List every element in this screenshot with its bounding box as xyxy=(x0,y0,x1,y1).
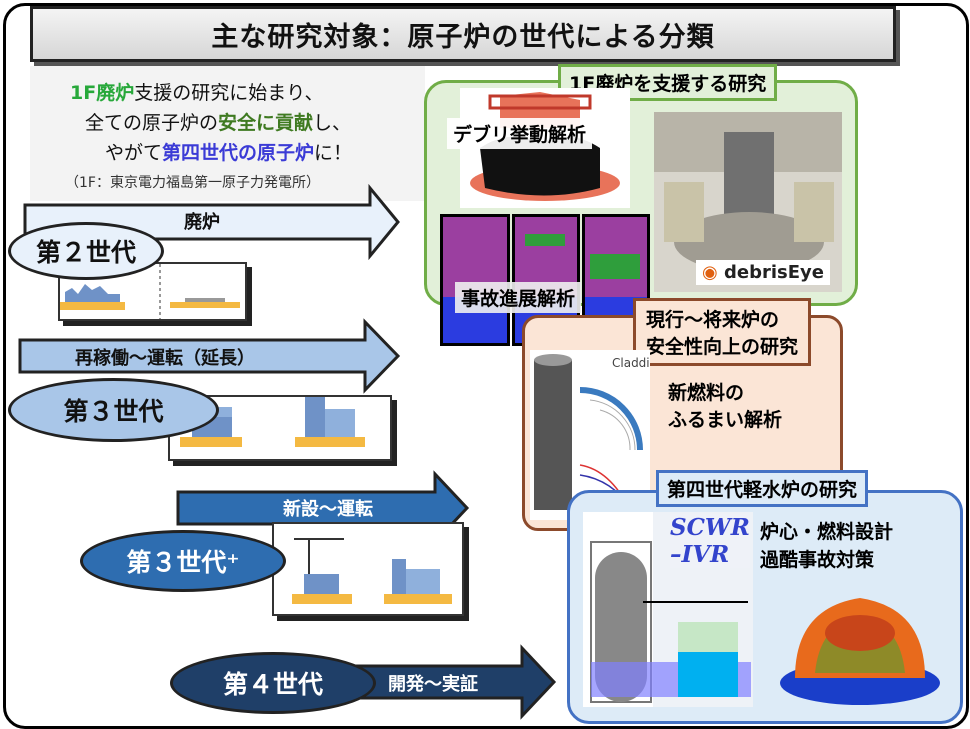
arrow-label-gen3: 再稼働～運転（延長） xyxy=(75,348,255,369)
intro-line-2a: 全ての原子炉の xyxy=(85,112,219,134)
gen2-badge: 第２世代 xyxy=(8,222,164,280)
intro-line-2: 全ての原子炉の安全に貢献し、 xyxy=(85,108,351,135)
debriseye-logo: ◉ debrisEye xyxy=(696,260,830,285)
gen3-label: 第３世代 xyxy=(63,397,164,426)
arrow-label-gen3plus: 新設～運転 xyxy=(283,499,373,520)
intro-line-1: 1F廃炉支援の研究に始まり、 xyxy=(70,78,323,105)
gen3-badge: 第３世代 xyxy=(8,378,219,442)
safety-research-header: 現行～将来炉の 安全性向上の研究 xyxy=(633,298,812,366)
scwr-ivr-label: SCWR –IVR xyxy=(670,514,750,568)
arrow-label-gen4: 開発～実証 xyxy=(388,674,478,695)
core-power-distribution-plot xyxy=(780,598,940,705)
intro-line-3: やがて第四世代の原子炉に！ xyxy=(105,138,352,165)
intro-gen4: 第四世代の原子炉 xyxy=(162,142,315,164)
accident-progression-label: 事故進展解析 xyxy=(455,282,582,313)
intro-note: （1F：東京電力福島第一原子力発電所） xyxy=(65,175,320,191)
scwr-label: SCWR xyxy=(670,514,750,541)
gen3plus-label: 第３世代⁺ xyxy=(126,548,240,577)
cladding-label: Claddi xyxy=(612,356,650,370)
arrow-gen4 xyxy=(343,644,557,720)
gen4-label: 第４世代 xyxy=(222,670,323,699)
intro-line-1-text: 支援の研究に始まり、 xyxy=(134,82,324,104)
arrow-gen3 xyxy=(18,318,401,394)
safety-header-line1: 現行～将来炉の xyxy=(646,309,780,331)
debriseye-icon: ◉ xyxy=(702,262,724,283)
arrow-label-gen2: 廃炉 xyxy=(184,212,220,233)
page-title-text: 主な研究対象：原子炉の世代による分類 xyxy=(211,21,715,53)
intro-1f-decom: 1F廃炉 xyxy=(70,82,135,104)
intro-line-2c: し、 xyxy=(313,112,352,134)
intro-line-3a: やがて xyxy=(105,142,163,164)
intro-line-3c: に！ xyxy=(314,142,353,164)
core-fuel-design: 炉心・燃料設計 xyxy=(760,521,894,543)
ivr-label: –IVR xyxy=(670,541,730,568)
gen4-topics: 炉心・燃料設計 過酷事故対策 xyxy=(760,518,893,574)
fuel-line2: ふるまい解析 xyxy=(668,409,783,431)
intro-safety-contrib: 安全に貢献 xyxy=(218,112,314,134)
safety-header-line2: 安全性向上の研究 xyxy=(646,336,799,358)
gen2-label: 第２世代 xyxy=(35,238,136,267)
plant-image-gen3plus xyxy=(272,522,464,616)
new-build-plant-icon xyxy=(292,538,452,604)
debriseye-logo-text: debrisEye xyxy=(723,262,824,283)
debris-analysis-label: デブリ挙動解析 xyxy=(447,118,593,149)
gen3plus-badge: 第３世代⁺ xyxy=(80,530,286,592)
fuel-behavior-label: 新燃料の ふるまい解析 xyxy=(660,374,791,436)
decommissioned-plant-icon xyxy=(60,264,240,319)
gen4-badge: 第４世代 xyxy=(170,652,376,714)
intro-box: 1F廃炉支援の研究に始まり、 全ての原子炉の安全に貢献し、 やがて第四世代の原子… xyxy=(30,66,425,201)
severe-accident-measures: 過酷事故対策 xyxy=(760,549,875,571)
gen4-research-header: 第四世代軽水炉の研究 xyxy=(656,470,869,507)
page-title: 主な研究対象：原子炉の世代による分類 xyxy=(30,6,896,62)
fuel-line1: 新燃料の xyxy=(668,382,745,404)
